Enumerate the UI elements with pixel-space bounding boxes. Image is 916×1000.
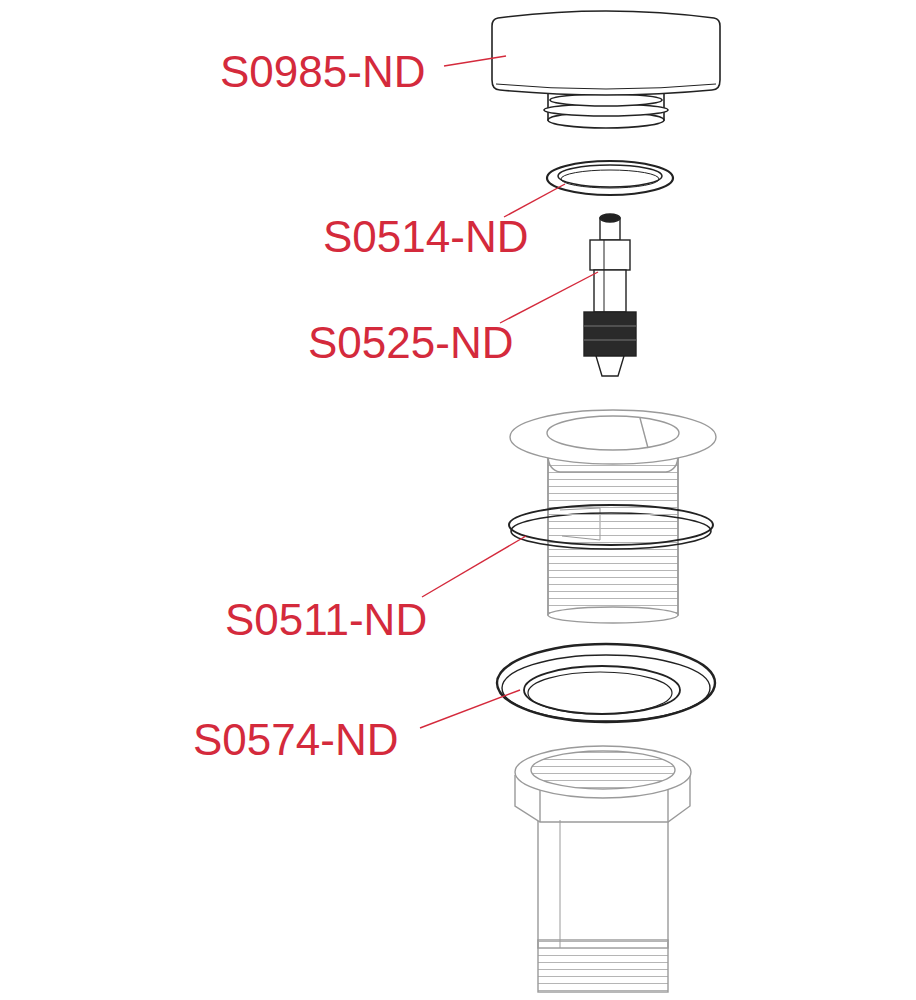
gasket xyxy=(497,644,715,722)
part-number: S0514-ND xyxy=(323,215,528,259)
cap xyxy=(492,11,720,128)
tailpiece xyxy=(515,746,691,992)
pop-up-stem xyxy=(584,214,636,376)
body-gasket xyxy=(509,505,713,549)
part-number: S0525-ND xyxy=(308,321,513,365)
part-number: S0511-ND xyxy=(225,598,427,642)
part-number: S0574-ND xyxy=(193,718,398,762)
thread xyxy=(549,513,677,529)
part-number: S0985-ND xyxy=(220,50,425,94)
leader-line xyxy=(420,56,598,728)
drain-body xyxy=(510,410,716,623)
seal-ring xyxy=(547,161,673,195)
